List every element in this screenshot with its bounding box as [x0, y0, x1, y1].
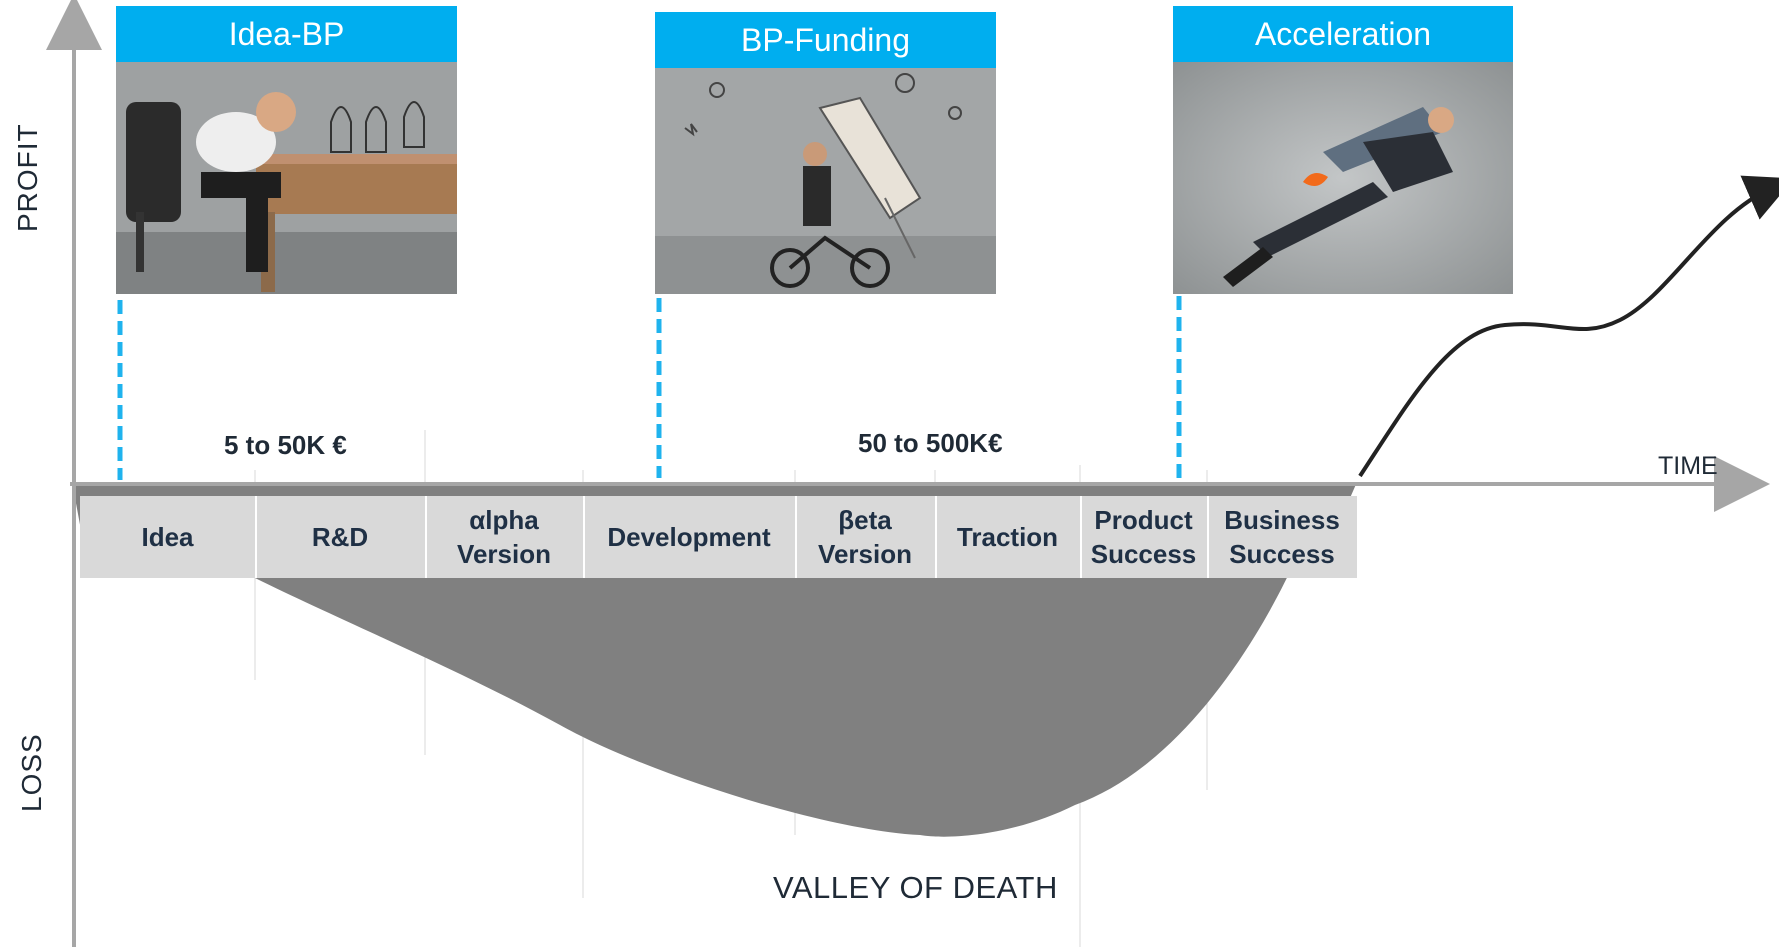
stage-card-acceleration: Acceleration [1173, 6, 1513, 294]
phase-label: Development [607, 522, 771, 552]
phase-label: Product [1094, 505, 1193, 535]
growth-curve [1358, 175, 1779, 478]
funding-later-label: 50 to 500K€ [858, 428, 1003, 458]
phase-business-success: Business Success [1207, 496, 1357, 578]
phase-idea: Idea [80, 496, 257, 578]
time-axis-label: TIME [1658, 452, 1718, 480]
phase-label: Idea [141, 522, 194, 552]
phase-label-line2: Version [818, 539, 912, 569]
phase-label: R&D [311, 522, 369, 552]
phase-bar [80, 496, 1357, 578]
phase-product-success: Product Success [1080, 496, 1209, 578]
profit-axis-label: PROFIT [12, 123, 43, 232]
phase-label: Traction [956, 522, 1059, 552]
man-flying-with-rocket-photo [1173, 62, 1513, 294]
stage-title-bp-funding: BP-Funding [655, 12, 996, 68]
phase-label-line2: Version [457, 539, 551, 569]
phase-beta-version: βeta Version [795, 496, 937, 578]
phase-label: αlpha [469, 505, 539, 535]
stage-card-idea-bp: Idea-BP [116, 6, 457, 294]
stage-card-bp-funding: BP-Funding [655, 12, 996, 294]
stage-title-idea-bp: Idea-BP [116, 6, 457, 62]
phase-traction: Traction [935, 496, 1082, 578]
phase-label-line2: Success [1229, 539, 1335, 569]
man-on-bicycle-with-rocket-photo [655, 68, 996, 294]
milestone-lines [117, 296, 1182, 480]
loss-axis-label: LOSS [16, 733, 47, 812]
phase-alpha-version: αlpha Version [425, 496, 585, 578]
phase-label: βeta [838, 505, 892, 535]
phase-label-line2: Success [1090, 539, 1197, 569]
funding-early-label: 5 to 50K € [224, 430, 347, 460]
phase-label: Business [1224, 505, 1340, 535]
valley-of-death-label: VALLEY OF DEATH [773, 870, 1058, 905]
man-at-desk-photo [116, 62, 457, 294]
stage-title-acceleration: Acceleration [1173, 6, 1513, 62]
phase-rnd: R&D [255, 496, 427, 578]
phase-development: Development [583, 496, 797, 578]
